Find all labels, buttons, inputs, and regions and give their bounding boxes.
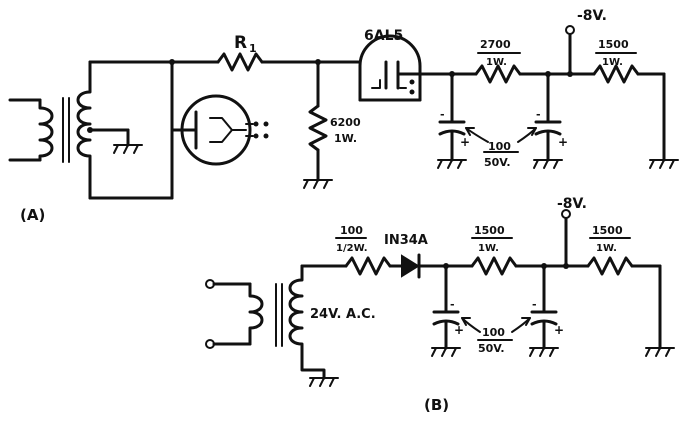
a-r-2700-resistor xyxy=(474,64,522,84)
b-cap-2: - + xyxy=(529,264,564,357)
b-cap-value: 100 xyxy=(482,326,505,339)
a-supply-terminal xyxy=(565,25,575,76)
b-r-1500b-value: 1500 xyxy=(592,224,623,237)
b-r-1500b-resistor xyxy=(586,256,634,276)
svg-text:+: + xyxy=(454,323,464,337)
b-supply-label: -8V. xyxy=(557,196,587,212)
a-figure-label: (A) xyxy=(20,206,45,224)
a-cap-1: - + xyxy=(437,72,470,169)
b-r-1500b-rating: 1W. xyxy=(596,243,617,254)
a-transformer-secondary xyxy=(76,60,143,200)
svg-text:-: - xyxy=(450,298,455,311)
a-r1-label: R xyxy=(234,33,247,53)
svg-text:+: + xyxy=(558,135,568,149)
a-r-2700-value: 2700 xyxy=(480,38,511,51)
b-r-100-rating: 1/2W. xyxy=(336,243,368,254)
b-diode-symbol xyxy=(401,253,421,279)
b-input-primary xyxy=(205,279,264,349)
b-r-1500a-rating: 1W. xyxy=(478,243,499,254)
a-r-1500-value: 1500 xyxy=(598,38,629,51)
a-cap-2: - + xyxy=(533,72,568,169)
b-transformer-secondary xyxy=(288,264,339,387)
b-transformer-core xyxy=(275,283,283,347)
a-supply-label: -8V. xyxy=(577,8,607,24)
a-r-6200-value: 6200 xyxy=(330,116,361,129)
b-r-1500a-value: 1500 xyxy=(474,224,505,237)
a-tube-label: 6AL5 xyxy=(364,28,403,44)
b-figure-label: (B) xyxy=(424,396,449,414)
b-r-100-resistor xyxy=(344,256,392,276)
a-r-1500-rating: 1W. xyxy=(602,57,623,68)
a-r-2700-rating: 1W. xyxy=(486,57,507,68)
b-cap-annotation-arrows xyxy=(461,317,531,341)
a-r1-sub: 1 xyxy=(249,42,257,55)
a-r-1500-resistor xyxy=(592,64,640,84)
b-cap-1: - + xyxy=(431,264,464,357)
b-supply-terminal xyxy=(561,209,571,268)
a-r-6200-resistor xyxy=(303,60,333,189)
a-ground-right xyxy=(649,159,679,169)
circuit-a: R 1 6200 1W. 6AL5 xyxy=(8,8,679,224)
b-r-100-value: 100 xyxy=(340,224,363,237)
svg-text:-: - xyxy=(536,108,541,121)
b-ground-right xyxy=(645,347,675,357)
a-transformer-core xyxy=(62,97,70,163)
svg-text:-: - xyxy=(440,108,445,121)
a-cap-annotation-arrows xyxy=(465,127,537,153)
a-6al5-tube-symbol xyxy=(358,34,422,102)
b-transformer-label: 24V. A.C. xyxy=(310,307,376,322)
b-cap-rating: 50V. xyxy=(478,342,505,355)
a-cap-rating: 50V. xyxy=(484,156,511,169)
a-diode-tube-symbol xyxy=(170,94,269,166)
a-input-primary xyxy=(8,98,54,162)
a-r1-resistor xyxy=(216,52,264,72)
a-cap-value: 100 xyxy=(488,140,511,153)
svg-text:+: + xyxy=(460,135,470,149)
svg-text:-: - xyxy=(532,298,537,311)
circuit-b: 24V. A.C. 100 1/2W. IN34A - + xyxy=(205,196,675,414)
a-r-6200-rating: 1W. xyxy=(334,132,357,145)
b-diode-label: IN34A xyxy=(384,233,428,248)
svg-text:+: + xyxy=(554,323,564,337)
b-r-1500a-resistor xyxy=(470,256,518,276)
